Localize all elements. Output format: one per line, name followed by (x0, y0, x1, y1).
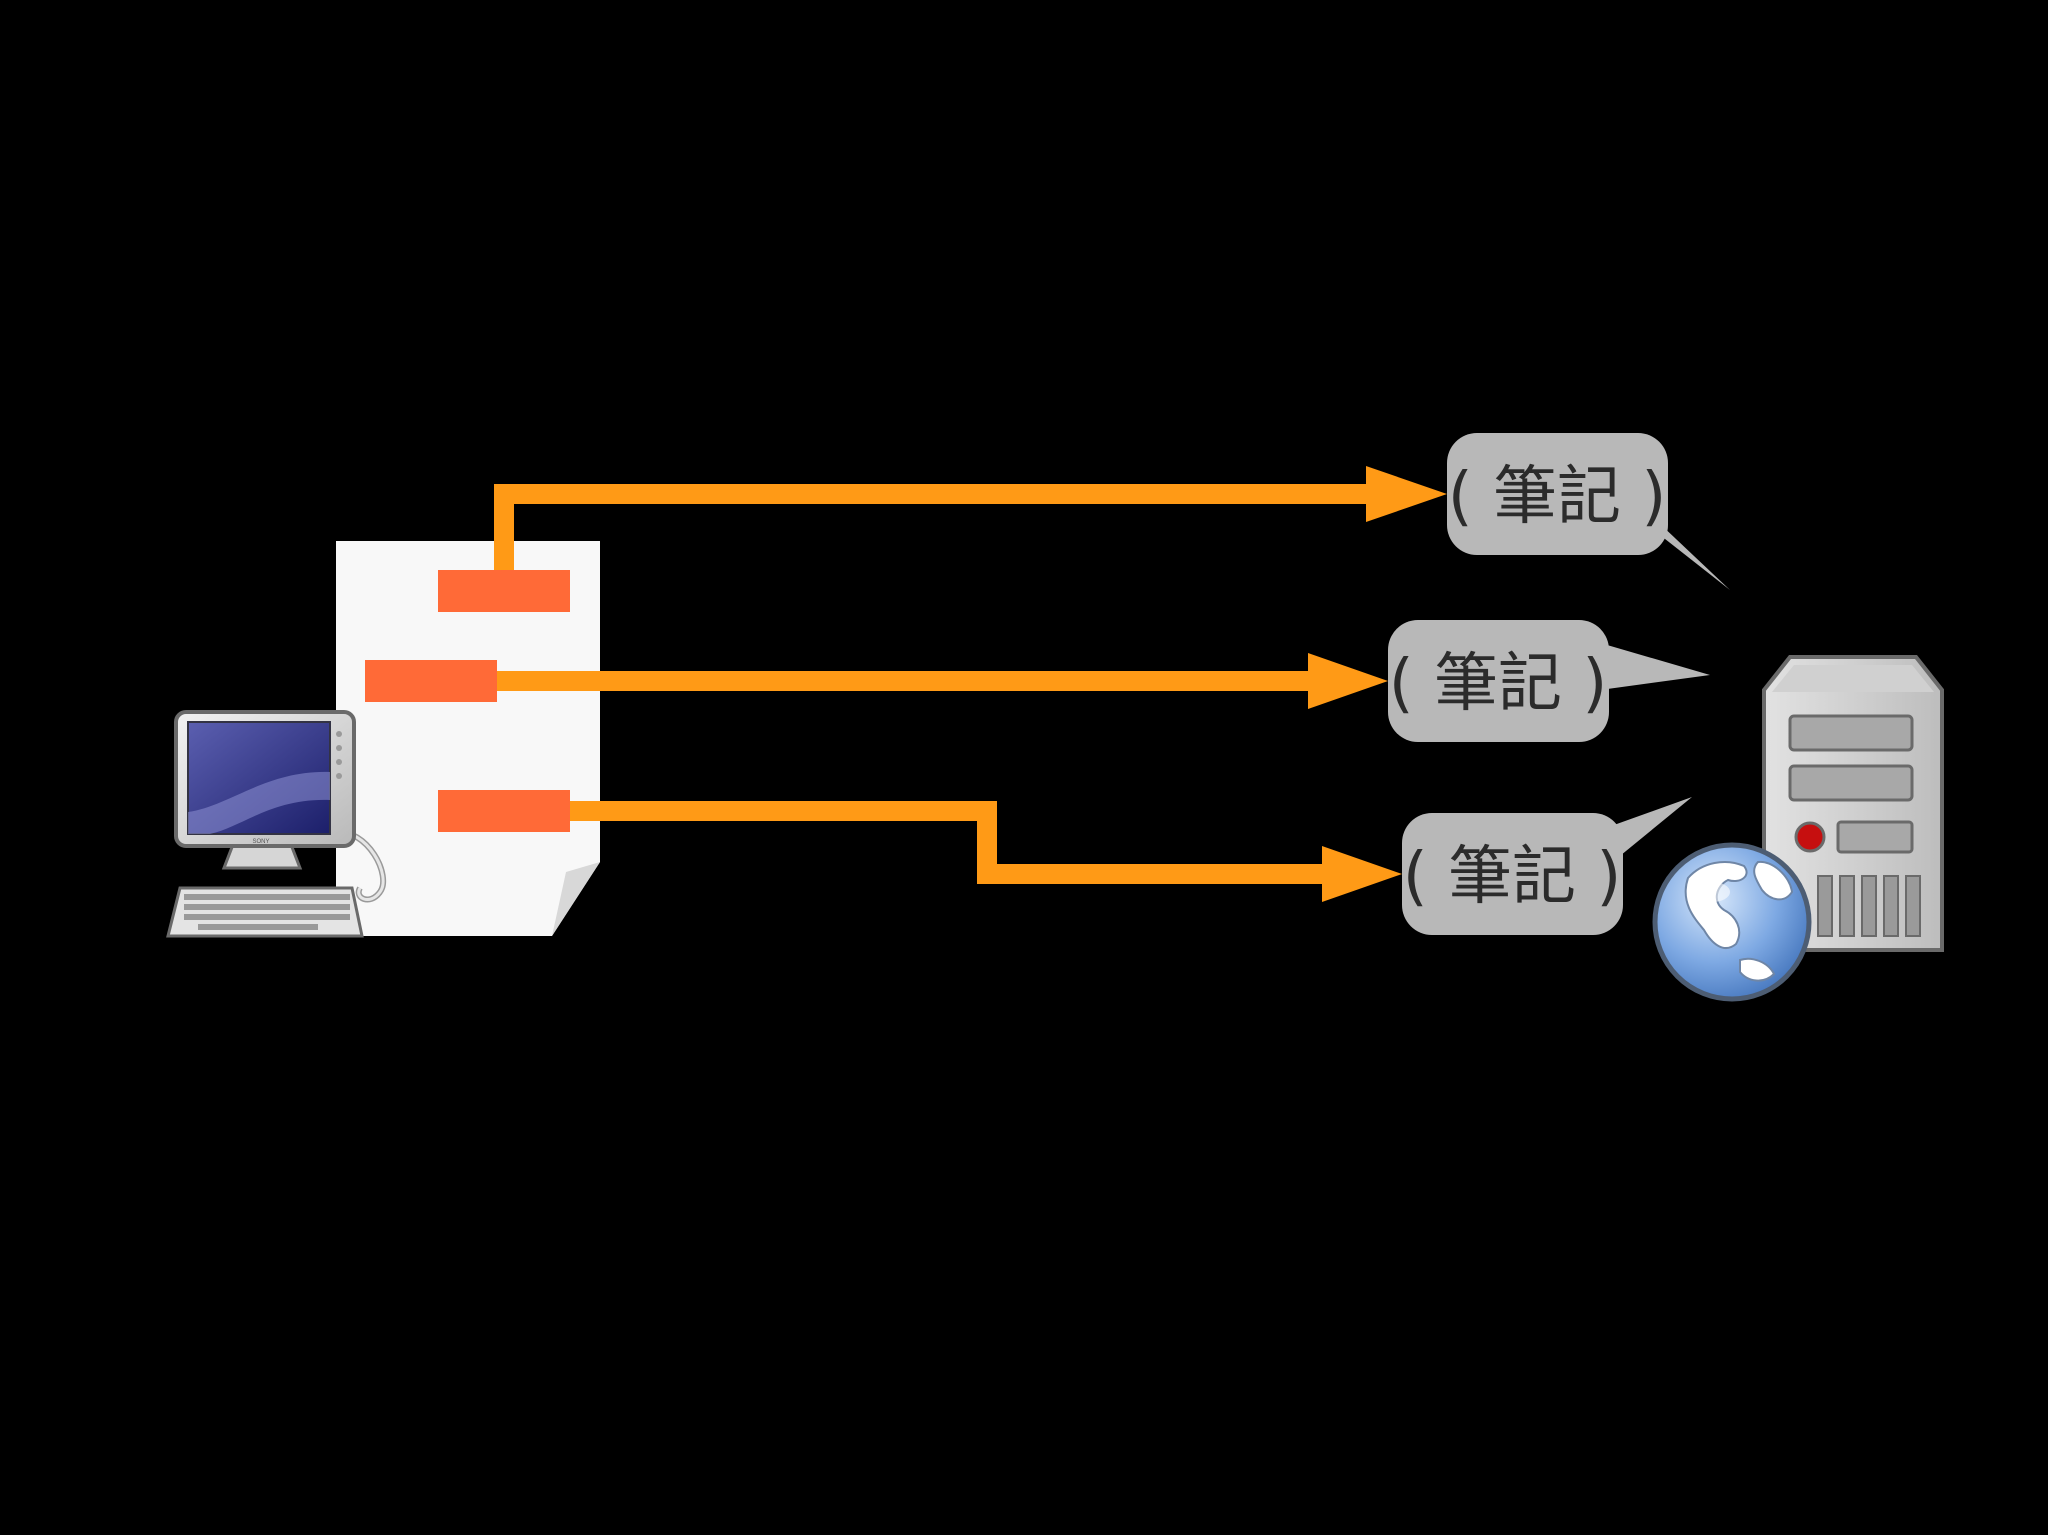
highlight-marker-1 (438, 570, 570, 612)
highlight-marker-2 (365, 660, 497, 702)
arrow-2 (497, 653, 1388, 709)
note-bubble-1-label: ( 筆記 ) (1448, 460, 1667, 534)
highlight-marker-3 (438, 790, 570, 832)
note-bubble-1: ( 筆記 ) (1447, 433, 1730, 590)
note-bubble-2-label: ( 筆記 ) (1389, 647, 1608, 721)
note-bubble-3-label: ( 筆記 ) (1403, 840, 1622, 914)
arrow-3 (570, 801, 1402, 902)
globe-icon (1652, 842, 1812, 1002)
monitor-brand-label: SONY (252, 839, 269, 845)
note-bubble-3: ( 筆記 ) (1402, 797, 1692, 935)
document-icon (336, 541, 600, 936)
desktop-computer-icon: SONY (166, 710, 387, 938)
arrow-1 (494, 466, 1447, 570)
note-bubble-2: ( 筆記 ) (1388, 620, 1710, 742)
